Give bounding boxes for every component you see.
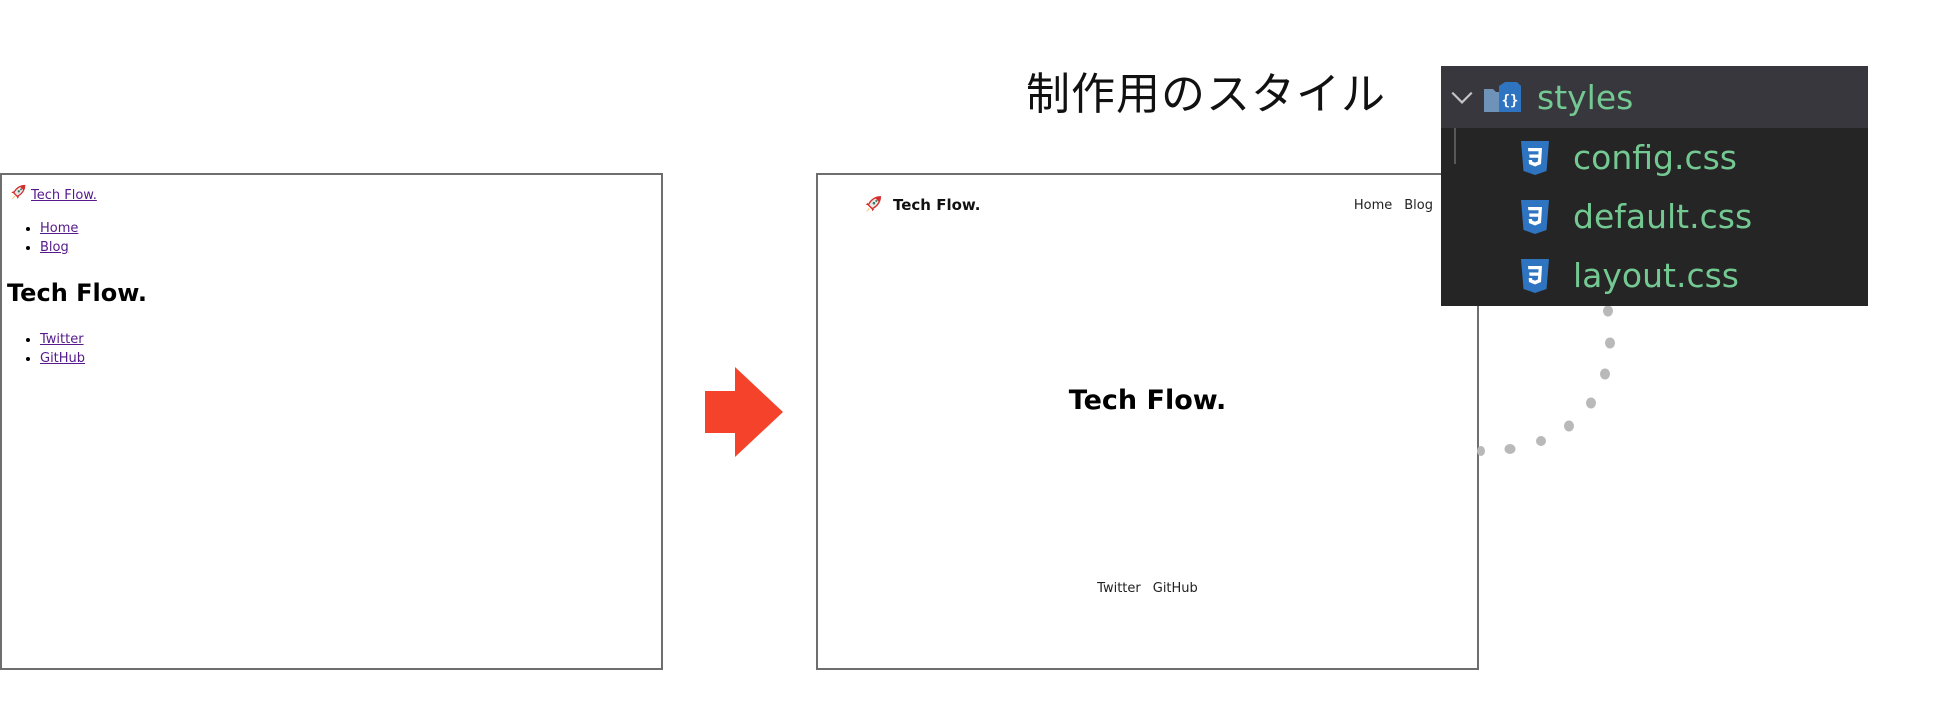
folder-row-styles[interactable]: {} styles [1441, 66, 1868, 128]
folder-styles-icon: {} [1484, 82, 1521, 112]
nav-link-home[interactable]: Home [1353, 197, 1393, 213]
site-header: Tech Flow. Home Blog [862, 193, 1433, 217]
rocket-icon [865, 196, 882, 213]
social-item-github: GitHub [40, 349, 85, 368]
indent-guide [1454, 128, 1456, 164]
social-link-github[interactable]: GitHub [40, 351, 86, 366]
nav-list: Home Blog [24, 219, 78, 257]
file-row-layout-css[interactable]: layout.css [1441, 246, 1868, 305]
unstyled-page-preview: Tech Flow. Home Blog Tech Flow. Twitter … [0, 173, 663, 670]
caption-production-styles: 制作用のスタイル [1026, 69, 1386, 120]
nav-item-home: Home [40, 219, 78, 238]
logo-link[interactable]: Tech Flow. [8, 183, 97, 203]
right-arrow-icon [705, 367, 783, 457]
page-heading: Tech Flow. [7, 279, 147, 307]
file-name: default.css [1573, 197, 1753, 236]
folder-name: styles [1537, 77, 1634, 117]
nav-item-home: Home [1354, 198, 1392, 213]
nav-link-blog[interactable]: Blog [40, 240, 69, 255]
logo-link[interactable]: Tech Flow. [862, 194, 981, 216]
logo-text: Tech Flow. [893, 196, 981, 214]
css3-icon [1521, 140, 1549, 175]
social-link-twitter[interactable]: Twitter [40, 332, 84, 347]
css3-icon [1521, 258, 1549, 293]
file-row-default-css[interactable]: default.css [1441, 187, 1868, 246]
rocket-icon [11, 184, 26, 200]
logo-text: Tech Flow. [31, 188, 97, 203]
nav-item-blog: Blog [40, 238, 78, 257]
css3-icon [1521, 199, 1549, 234]
styled-page-preview: Tech Flow. Home Blog Tech Flow. Twitter … [816, 173, 1479, 670]
hero-heading: Tech Flow. [1068, 385, 1227, 416]
file-row-config-css[interactable]: config.css [1441, 128, 1868, 187]
file-explorer: {} styles config.css default.css layout.… [1441, 66, 1868, 306]
file-name: layout.css [1573, 256, 1739, 295]
social-item-twitter: Twitter [40, 330, 85, 349]
social-link-github[interactable]: GitHub [1152, 581, 1198, 596]
nav-list: Home Blog [1354, 198, 1433, 213]
social-link-twitter[interactable]: Twitter [1097, 581, 1141, 596]
nav-link-home[interactable]: Home [40, 221, 79, 236]
svg-text:{}: {} [1502, 93, 1519, 109]
chevron-down-icon[interactable] [1449, 84, 1475, 110]
social-item-twitter: Twitter [1097, 581, 1141, 596]
nav-item-blog: Blog [1404, 198, 1433, 213]
file-name: config.css [1573, 138, 1738, 177]
social-list: Twitter GitHub [818, 581, 1477, 596]
social-list: Twitter GitHub [24, 330, 85, 368]
nav-link-blog[interactable]: Blog [1404, 197, 1433, 213]
social-item-github: GitHub [1153, 581, 1198, 596]
